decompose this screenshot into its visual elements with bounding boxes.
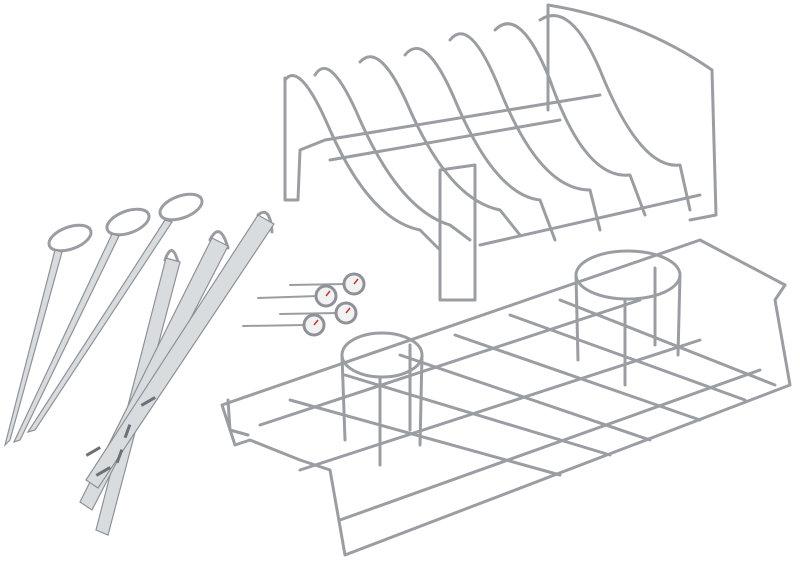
skewers bbox=[3, 192, 275, 536]
beer-can-holder-left bbox=[340, 331, 424, 467]
meat-thermometers bbox=[242, 272, 366, 337]
rib-rack bbox=[283, 3, 718, 302]
roasting-rack bbox=[220, 238, 792, 557]
beer-can-holder-right bbox=[574, 249, 682, 387]
